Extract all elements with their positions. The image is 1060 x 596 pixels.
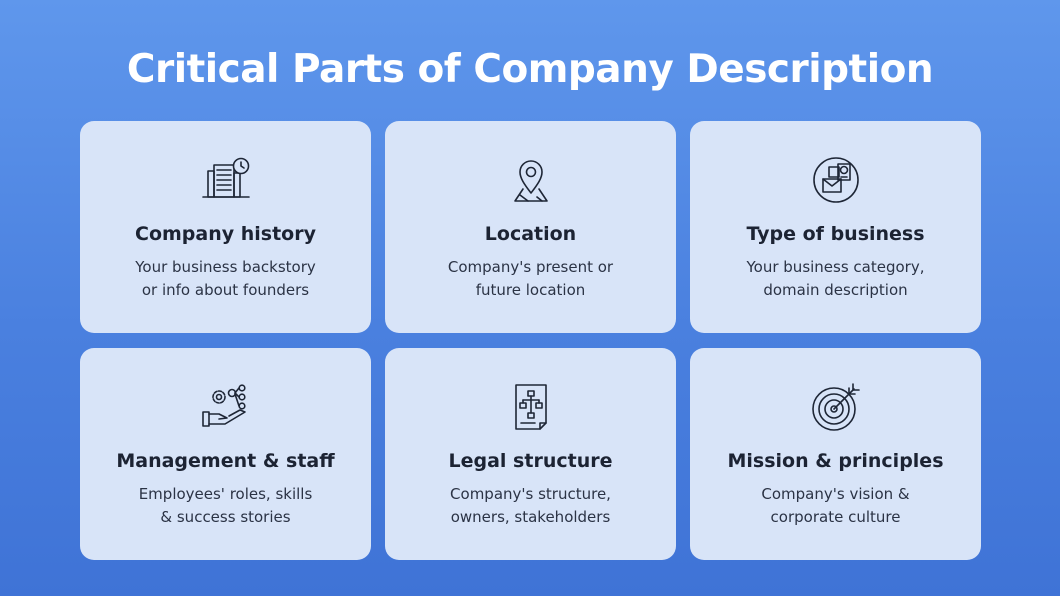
legal-structure-icon [504,380,558,434]
card-mission-principles: Mission & principles Company's vision & … [690,348,981,560]
location-pin-icon [504,153,558,207]
card-title: Management & staff [116,450,335,472]
card-title: Company history [135,223,316,245]
page-title: Critical Parts of Company Description [126,47,934,92]
business-type-icon [809,153,863,207]
card-description-line: owners, stakeholders [450,507,611,526]
management-staff-icon [199,380,253,434]
card-description-line: future location [475,280,586,299]
card-description: Company's present or future location [405,256,656,301]
card-company-history: Company history Your business backstory … [80,121,371,333]
card-description: Company's structure, owners, stakeholder… [405,483,656,528]
company-history-icon [199,153,253,207]
card-legal-structure: Legal structure Company's structure, own… [385,348,676,560]
card-description: Employees' roles, skills & success stori… [100,483,351,528]
card-description: Company's vision & corporate culture [710,483,961,528]
card-type-of-business: Type of business Your business category,… [690,121,981,333]
card-description-line: domain description [763,280,908,299]
card-description-line: Company's vision & [761,485,910,503]
card-grid: Company history Your business backstory … [80,121,981,560]
card-description-line: or info about founders [141,280,310,299]
card-description-line: Your business category, [746,258,925,276]
card-description-line: Company's structure, [450,485,611,503]
card-title: Location [484,223,577,245]
card-title: Legal structure [448,450,613,472]
mission-target-icon [809,380,863,434]
card-location: Location Company's present or future loc… [385,121,676,333]
card-description-line: & success stories [160,507,291,526]
card-management-staff: Management & staff Employees' roles, ski… [80,348,371,560]
card-description-line: Company's present or [447,258,614,276]
card-description-line: Your business backstory [135,258,316,276]
card-description: Your business category, domain descripti… [710,256,961,301]
card-title: Type of business [746,223,925,245]
card-description: Your business backstory or info about fo… [100,256,351,301]
card-description-line: corporate culture [770,507,901,526]
card-description-line: Employees' roles, skills [138,485,313,503]
card-title: Mission & principles [727,450,944,472]
